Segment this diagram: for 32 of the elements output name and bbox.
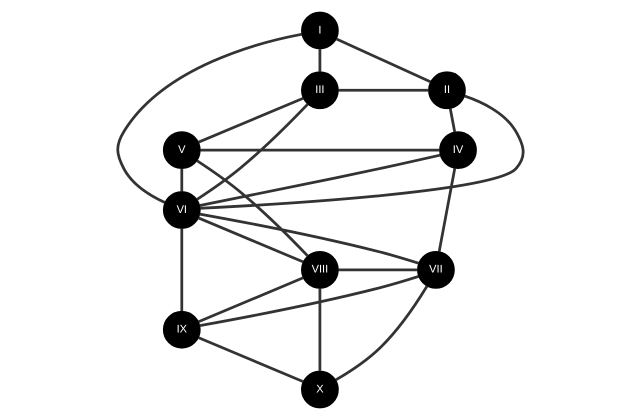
node-circle: X <box>300 370 338 408</box>
node-circle: V <box>162 131 200 170</box>
connector <box>338 88 428 92</box>
connector <box>318 288 321 371</box>
connector <box>335 38 430 84</box>
connector <box>197 336 304 383</box>
connector <box>116 32 302 204</box>
node-circle: II <box>428 71 466 110</box>
node-circle: III <box>300 71 338 110</box>
connector <box>199 275 418 327</box>
connector <box>334 286 428 382</box>
node-circle: IV <box>438 131 476 170</box>
node-circle: VII <box>416 250 454 289</box>
connector <box>199 154 440 207</box>
connector <box>180 228 183 312</box>
connector <box>448 108 456 132</box>
connector <box>318 49 321 72</box>
node-circle: VIII <box>300 250 338 289</box>
node-circle: VI <box>162 191 200 229</box>
connector <box>437 168 456 252</box>
connector <box>200 94 524 210</box>
node-circle: IX <box>162 310 200 349</box>
connector <box>197 276 304 324</box>
connector <box>199 212 418 265</box>
connector <box>196 160 308 257</box>
connector <box>200 148 439 152</box>
connector <box>180 168 183 192</box>
connector <box>197 216 304 264</box>
connector <box>196 103 308 201</box>
node-circle: I <box>300 12 338 50</box>
connector <box>338 268 417 272</box>
connector <box>197 96 304 144</box>
